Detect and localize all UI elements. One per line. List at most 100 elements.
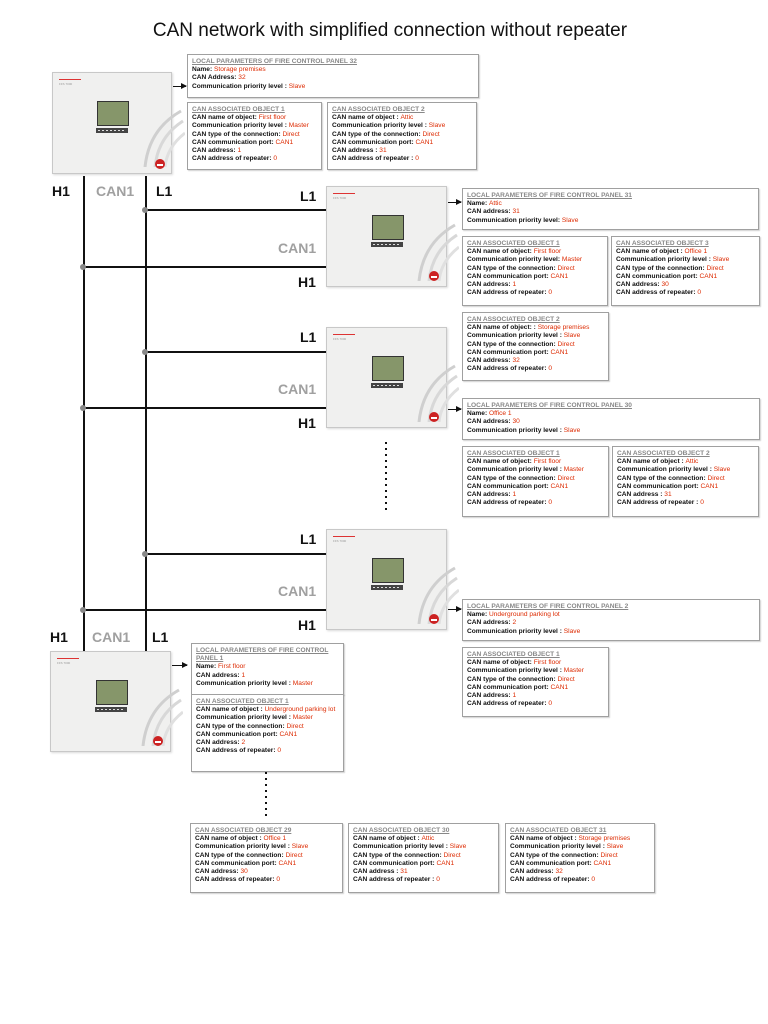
param-value: 1: [512, 692, 517, 700]
param-row: CAN address: 30: [467, 418, 755, 426]
param-value: Master: [561, 256, 583, 264]
panel-30-local-parameters: LOCAL PARAMETERS OF FIRE CONTROL PANEL 3…: [462, 398, 760, 440]
param-row: CAN communication port: CAN1: [467, 483, 604, 491]
brand-logo: [429, 614, 439, 624]
param-value: CAN1: [700, 482, 719, 490]
param-row: Name: Attic: [467, 200, 754, 208]
param-key: CAN address:: [616, 281, 660, 289]
param-value: Direct: [600, 851, 618, 859]
param-row: CAN type of the connection: Direct: [617, 475, 754, 483]
param-key: CAN name of object :: [196, 706, 263, 714]
can1-label: CAN1: [92, 629, 131, 645]
param-value: 31: [664, 491, 672, 499]
param-value: 1: [512, 491, 517, 499]
param-row: Communication priority level : Slave: [332, 122, 472, 130]
param-row: CAN address of repeater: 0: [467, 499, 604, 507]
parameters-arrow: [172, 662, 188, 668]
param-key: CAN address of repeater:: [616, 289, 696, 297]
param-value: Attic: [421, 835, 435, 843]
parameters-arrow: [448, 406, 462, 412]
panel-1-associated-object-30: CAN ASSOCIATED OBJECT 30 CAN name of obj…: [348, 823, 499, 893]
param-value: 0: [436, 876, 440, 884]
h1-label: H1: [298, 415, 316, 431]
param-row: CAN type of the connection: Direct: [467, 676, 604, 684]
param-key: CAN type of the connection:: [195, 851, 284, 859]
box-heading: LOCAL PARAMETERS OF FIRE CONTROL PANEL 3…: [192, 58, 357, 65]
box-heading: CAN ASSOCIATED OBJECT 1: [467, 450, 560, 457]
box-heading: CAN ASSOCIATED OBJECT 2: [617, 450, 710, 457]
box-heading: CAN ASSOCIATED OBJECT 3: [616, 240, 709, 247]
param-key: CAN type of the connection:: [510, 851, 599, 859]
param-row: CAN address : 31: [332, 147, 472, 155]
param-row: CAN address of repeater : 0: [353, 876, 494, 884]
param-value: 31: [400, 868, 408, 876]
param-row: CAN address: 1: [192, 147, 317, 155]
param-key: CAN communication port:: [195, 859, 277, 867]
continuation-dots: [265, 766, 267, 816]
param-key: CAN Address:: [192, 74, 237, 82]
param-row: CAN address of repeater: 0: [195, 876, 338, 884]
param-row: CAN address: 2: [467, 619, 755, 627]
fire-control-panel-31: FFS 7000: [326, 186, 459, 287]
param-key: Communication priority level :: [467, 332, 562, 340]
param-value: Attic: [400, 114, 414, 122]
h1-bus-line: [83, 176, 85, 652]
continuation-dots: [385, 442, 387, 514]
param-row: CAN communication port: CAN1: [616, 273, 755, 281]
param-key: CAN name of object :: [616, 248, 683, 256]
h1-branch-panel30: [83, 407, 327, 409]
box-heading: CAN ASSOCIATED OBJECT 31: [510, 827, 607, 834]
param-key: CAN name of object :: [353, 835, 420, 843]
param-key: CAN address:: [467, 357, 511, 365]
param-key: CAN name of object :: [617, 458, 684, 466]
param-row: CAN address: 32: [467, 357, 604, 365]
box-heading: LOCAL PARAMETERS OF FIRE CONTROL PANEL 3…: [467, 192, 632, 199]
param-key: Name:: [467, 200, 488, 208]
param-row: Communication priority level : Slave: [616, 256, 755, 264]
panel-display: [372, 356, 404, 381]
param-key: CAN communication port:: [467, 348, 549, 356]
param-value: First floor: [533, 248, 562, 256]
param-key: CAN type of the connection:: [467, 340, 556, 348]
param-value: Slave: [606, 843, 624, 851]
param-key: Communication priority level :: [192, 82, 287, 90]
param-value: Direct: [286, 722, 304, 730]
param-key: CAN address:: [467, 692, 511, 700]
param-key: CAN name of object:: [192, 114, 257, 122]
param-row: Communication priority level : Slave: [467, 427, 755, 435]
param-row: CAN type of the connection: Direct: [467, 475, 604, 483]
param-key: Communication priority level :: [467, 426, 562, 434]
box-heading: LOCAL PARAMETERS OF FIRE CONTROL PANEL 2: [467, 603, 629, 610]
box-heading: CAN ASSOCIATED OBJECT 1: [192, 106, 285, 113]
h1-label: H1: [298, 617, 316, 633]
param-row: CAN name of object : Storage premises: [510, 835, 650, 843]
param-value: 0: [273, 155, 278, 163]
param-key: CAN address of repeater:: [195, 876, 275, 884]
brand-logo: [429, 412, 439, 422]
param-key: CAN communication port:: [510, 859, 592, 867]
panel-32-local-parameters: LOCAL PARAMETERS OF FIRE CONTROL PANEL 3…: [187, 54, 479, 98]
parameters-arrow: [448, 199, 462, 205]
junction-dot: [80, 607, 86, 613]
param-value: Underground parking lot: [264, 706, 336, 714]
param-key: CAN address :: [617, 491, 663, 499]
param-value: 0: [548, 700, 553, 708]
param-row: CAN address: 2: [196, 739, 339, 747]
param-value: Office 1: [684, 248, 708, 256]
param-value: 0: [276, 876, 281, 884]
param-key: CAN address:: [467, 619, 511, 627]
panel-32-associated-object-1: CAN ASSOCIATED OBJECT 1 CAN name of obje…: [187, 102, 322, 170]
param-value: Master: [292, 679, 313, 687]
param-key: CAN communication port:: [616, 272, 698, 280]
param-value: Slave: [561, 216, 579, 224]
brand-logo: [153, 736, 163, 746]
param-key: CAN address:: [467, 281, 511, 289]
junction-dot: [142, 207, 148, 213]
param-key: Communication priority level :: [332, 122, 427, 130]
junction-dot: [142, 551, 148, 557]
param-row: CAN name of object: : Storage premises: [467, 324, 604, 332]
h1-branch-panel31: [83, 266, 327, 268]
box-heading: CAN ASSOCIATED OBJECT 2: [467, 316, 560, 323]
can1-label: CAN1: [278, 583, 317, 599]
param-key: Communication priority level :: [617, 466, 712, 474]
